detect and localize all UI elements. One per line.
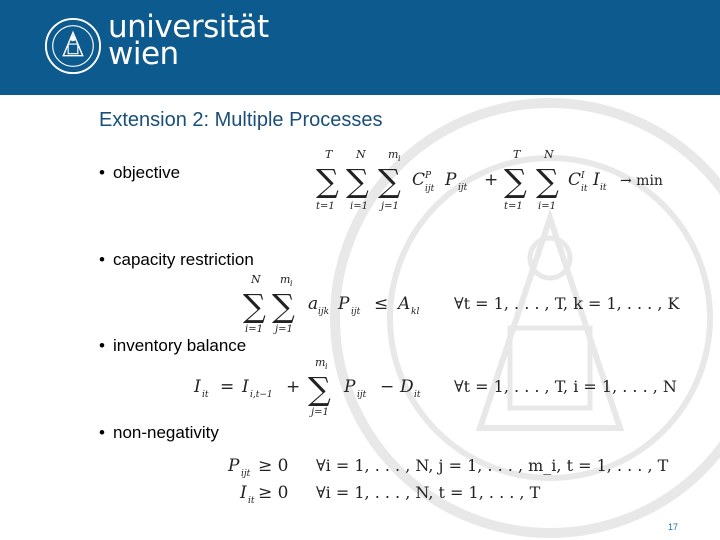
svg-text:it: it [600,183,607,193]
capacity-condition: ∀t = 1, . . . , T, k = 1, . . . , K [454,294,681,313]
svg-text:+: + [286,377,300,397]
page-number: 17 [668,522,679,532]
brand-line-2: wien [108,36,179,72]
svg-text:ijt: ijt [425,184,435,194]
svg-text:≥ 0: ≥ 0 [258,483,288,503]
svg-text:i=1: i=1 [350,201,368,212]
svg-text:P: P [444,170,457,190]
svg-text:ijt: ijt [241,469,251,479]
svg-text:j=1: j=1 [309,407,329,418]
svg-text:∑: ∑ [378,162,401,200]
brand-wordmark: universität wien [108,9,269,72]
svg-text:+: + [484,170,498,190]
university-seal-icon [44,17,102,75]
seal-watermark-icon [330,98,720,538]
bullet-label: capacity restriction [113,250,254,269]
svg-text:∑: ∑ [308,370,331,408]
svg-text:ijt: ijt [458,183,468,193]
svg-text:C: C [568,170,581,190]
svg-text:t=1: t=1 [316,201,335,212]
svg-text:D: D [399,377,414,397]
bullet-nonnegativity: •non-negativity [99,423,219,442]
svg-text:it: it [202,390,209,400]
svg-text:≥ 0: ≥ 0 [258,456,288,476]
svg-text:∑: ∑ [346,162,369,200]
svg-text:m: m [280,273,290,286]
svg-text:∑: ∑ [316,162,339,200]
bullet-inventory: •inventory balance [99,336,247,355]
svg-text:N: N [250,273,261,286]
svg-text:ijk: ijk [318,307,329,317]
svg-text:m: m [315,356,325,369]
svg-text:∑: ∑ [504,162,527,200]
svg-text:I: I [592,170,600,190]
svg-text:I: I [241,377,249,397]
svg-text:∑: ∑ [536,162,559,200]
svg-text:m: m [388,148,398,161]
svg-text:i,t−1: i,t−1 [250,390,273,400]
svg-text:i=1: i=1 [538,201,556,212]
svg-text:=: = [220,377,234,397]
svg-text:I: I [580,171,585,181]
svg-text:j=1: j=1 [273,324,293,335]
svg-text:i: i [325,362,328,371]
bullet-objective: •objective [99,163,181,182]
slide-title: Extension 2: Multiple Processes [99,109,383,131]
svg-text:i: i [290,279,293,288]
nonneg-condition-1: ∀i = 1, . . . , N, j = 1, . . . , m_i, t… [316,456,669,475]
svg-text:ijt: ijt [351,307,361,317]
brand-line-1: universität [108,9,269,45]
svg-text:i: i [398,154,401,163]
bullet-capacity: •capacity restriction [99,250,254,269]
svg-text:I: I [239,483,247,503]
svg-text:P: P [343,377,356,397]
svg-text:kl: kl [411,307,419,317]
svg-text:P: P [337,294,350,314]
svg-text:A: A [396,294,410,314]
svg-text:it: it [414,390,421,400]
bullet-label: non-negativity [113,423,219,442]
inventory-condition: ∀t = 1, . . . , T, i = 1, . . . , N [454,377,677,396]
svg-text:T: T [513,148,522,161]
nonneg-condition-2: ∀i = 1, . . . , N, t = 1, . . . , T [316,483,541,502]
svg-text:∑: ∑ [243,287,266,325]
svg-text:N: N [355,148,366,161]
svg-text:i=1: i=1 [245,324,263,335]
svg-text:t=1: t=1 [504,201,523,212]
svg-text:j=1: j=1 [379,201,399,212]
svg-text:ijt: ijt [357,390,367,400]
svg-text:∑: ∑ [272,287,295,325]
bullet-label: inventory balance [113,336,247,355]
svg-text:I: I [193,377,201,397]
svg-text:N: N [543,148,554,161]
bullet-label: objective [113,163,181,182]
svg-text:P: P [227,456,240,476]
svg-text:P: P [424,171,432,181]
objective-tail: → min [620,173,663,189]
svg-text:T: T [325,148,334,161]
header-bar: universität wien [0,0,720,95]
svg-text:≤: ≤ [374,294,388,314]
svg-text:it: it [248,496,255,506]
svg-text:it: it [581,184,588,194]
svg-text:a: a [308,294,318,314]
svg-text:C: C [412,170,425,190]
svg-text:−: − [380,377,394,397]
